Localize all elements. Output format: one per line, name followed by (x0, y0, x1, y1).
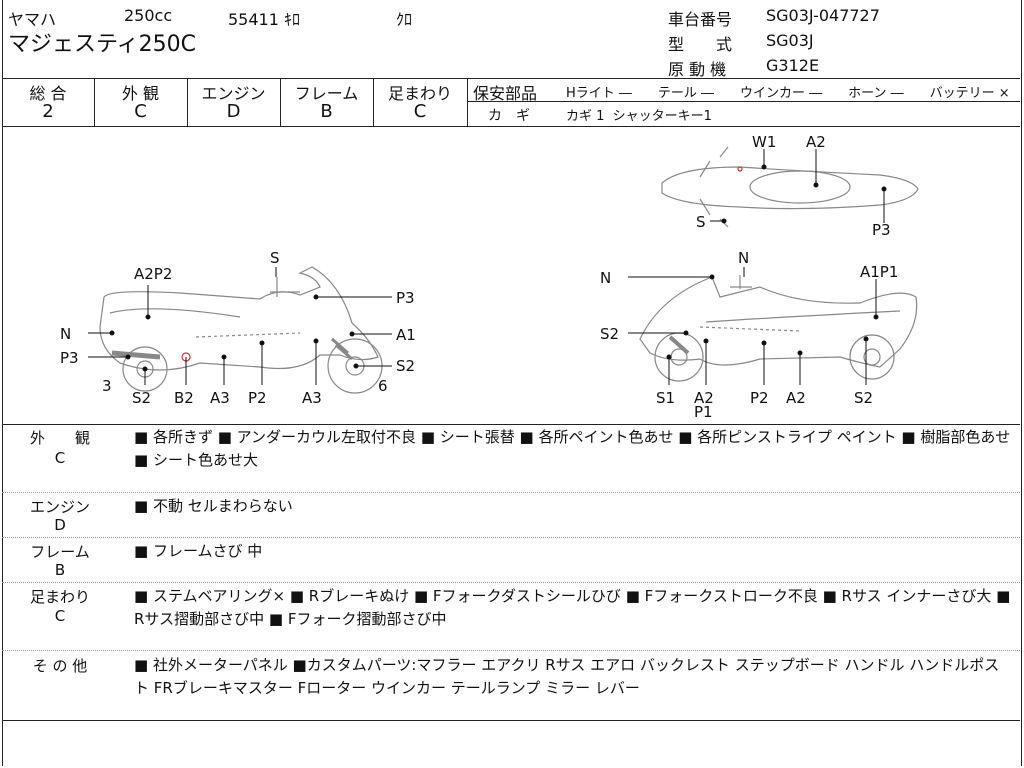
label-right-s1: S1 (656, 389, 675, 407)
section-frame-label: フレーム (30, 543, 90, 561)
section-frame-grade: B (54, 561, 66, 579)
label-left-3: 3 (102, 377, 112, 395)
model-name: マジェスティ250C (8, 32, 197, 57)
section-engine-label: エンジン (29, 498, 90, 516)
section-exterior-label: 外 観 (29, 429, 90, 447)
label-right-a1p1: A1P1 (860, 263, 898, 281)
label-left-n: N (60, 325, 71, 343)
mileage: 55411 ｷﾛ (228, 10, 300, 29)
grade-frame: B (320, 101, 333, 122)
section-other-label: そ の 他 (32, 657, 88, 675)
section-exterior-notes: ■ 各所きず ■ アンダーカウル左取付不良 ■ シート張替 ■ 各所ペイント色あ… (134, 428, 1011, 469)
safety-parts-label: 保安部品 (473, 84, 538, 103)
grade-suspension: C (413, 101, 427, 122)
section-exterior-grade: C (54, 449, 66, 467)
label-top-p3: P3 (872, 221, 891, 239)
engine-cc: 250cc (124, 6, 173, 25)
label-left-6: 6 (378, 377, 388, 395)
maker: ヤマハ (8, 10, 57, 29)
label-top-w1: W1 (752, 133, 776, 151)
safety-parts-items: Hライト ― テール ― ウインカー ― ホーン ― バッテリー × (566, 86, 1010, 101)
grade-header-frame: フレーム (294, 84, 359, 103)
type-number: SG03J (766, 31, 814, 50)
frame-number-label: 車台番号 (668, 10, 733, 29)
label-right-p2: P2 (750, 389, 769, 407)
label-left-a2p2: A2P2 (134, 265, 172, 283)
grade-exterior: C (134, 101, 147, 122)
key-label: カ ギ (488, 108, 530, 124)
section-suspension-notes: ■ ステムベアリング× ■ Rブレーキぬけ ■ Fフォークダストシールひび ■ … (134, 587, 1011, 628)
label-right-n-top: N (738, 249, 749, 267)
grade-header-engine: エンジン (201, 84, 266, 103)
label-left-p2: P2 (248, 389, 267, 407)
grade-header-total: 総 合 (29, 84, 67, 103)
label-left-a3-2: A3 (302, 389, 322, 407)
label-left-b2: B2 (174, 389, 194, 407)
grade-header-exterior: 外 観 (121, 84, 160, 103)
label-right-a2-2: A2 (786, 389, 806, 407)
label-left-p3-upper: P3 (396, 289, 415, 307)
engine-label: 原 動 機 (668, 60, 727, 79)
label-left-s2-bottom: S2 (132, 389, 151, 407)
key-value: カギ 1 シャッターキー1 (566, 109, 712, 124)
label-right-s2-bottom: S2 (854, 389, 873, 407)
label-right-n-left: N (600, 269, 611, 287)
scooter-side-left (99, 266, 383, 394)
label-top-s: S (696, 213, 706, 231)
frame-number: SG03J-047727 (766, 6, 880, 25)
damage-diagram: S A2P2 P3 N A1 P3 S2 3 6 S2 B2 A3 P2 A3 … (60, 133, 919, 421)
label-left-p3-lower: P3 (60, 349, 79, 367)
label-right-a2-1: A2 (694, 389, 714, 407)
section-engine-grade: D (54, 516, 66, 534)
section-frame-notes: ■ フレームさび 中 (134, 542, 263, 560)
label-right-s2-left: S2 (600, 325, 619, 343)
grade-total: 2 (42, 101, 54, 122)
scooter-top-view (661, 146, 919, 228)
label-left-s2-right: S2 (396, 357, 415, 375)
grade-header-suspension: 足まわり (387, 84, 452, 103)
label-left-s: S (270, 249, 280, 267)
grade-engine: D (226, 101, 241, 122)
section-engine-notes: ■ 不動 セルまわらない (134, 497, 293, 515)
engine-number: G312E (766, 56, 820, 75)
color: ｸﾛ (396, 10, 413, 29)
section-other-notes: ■ 社外メーターパネル ■カスタムパーツ:マフラー エアクリ Rサス エアロ バ… (134, 656, 1000, 697)
label-top-a2: A2 (806, 133, 826, 151)
section-suspension-label: 足まわり (29, 588, 90, 606)
label-left-a3-1: A3 (210, 389, 230, 407)
label-left-a1: A1 (396, 326, 416, 344)
scooter-side-right (639, 275, 918, 382)
type-label: 型 式 (668, 35, 733, 54)
label-right-p1: P1 (694, 403, 713, 421)
section-suspension-grade: C (54, 607, 66, 625)
